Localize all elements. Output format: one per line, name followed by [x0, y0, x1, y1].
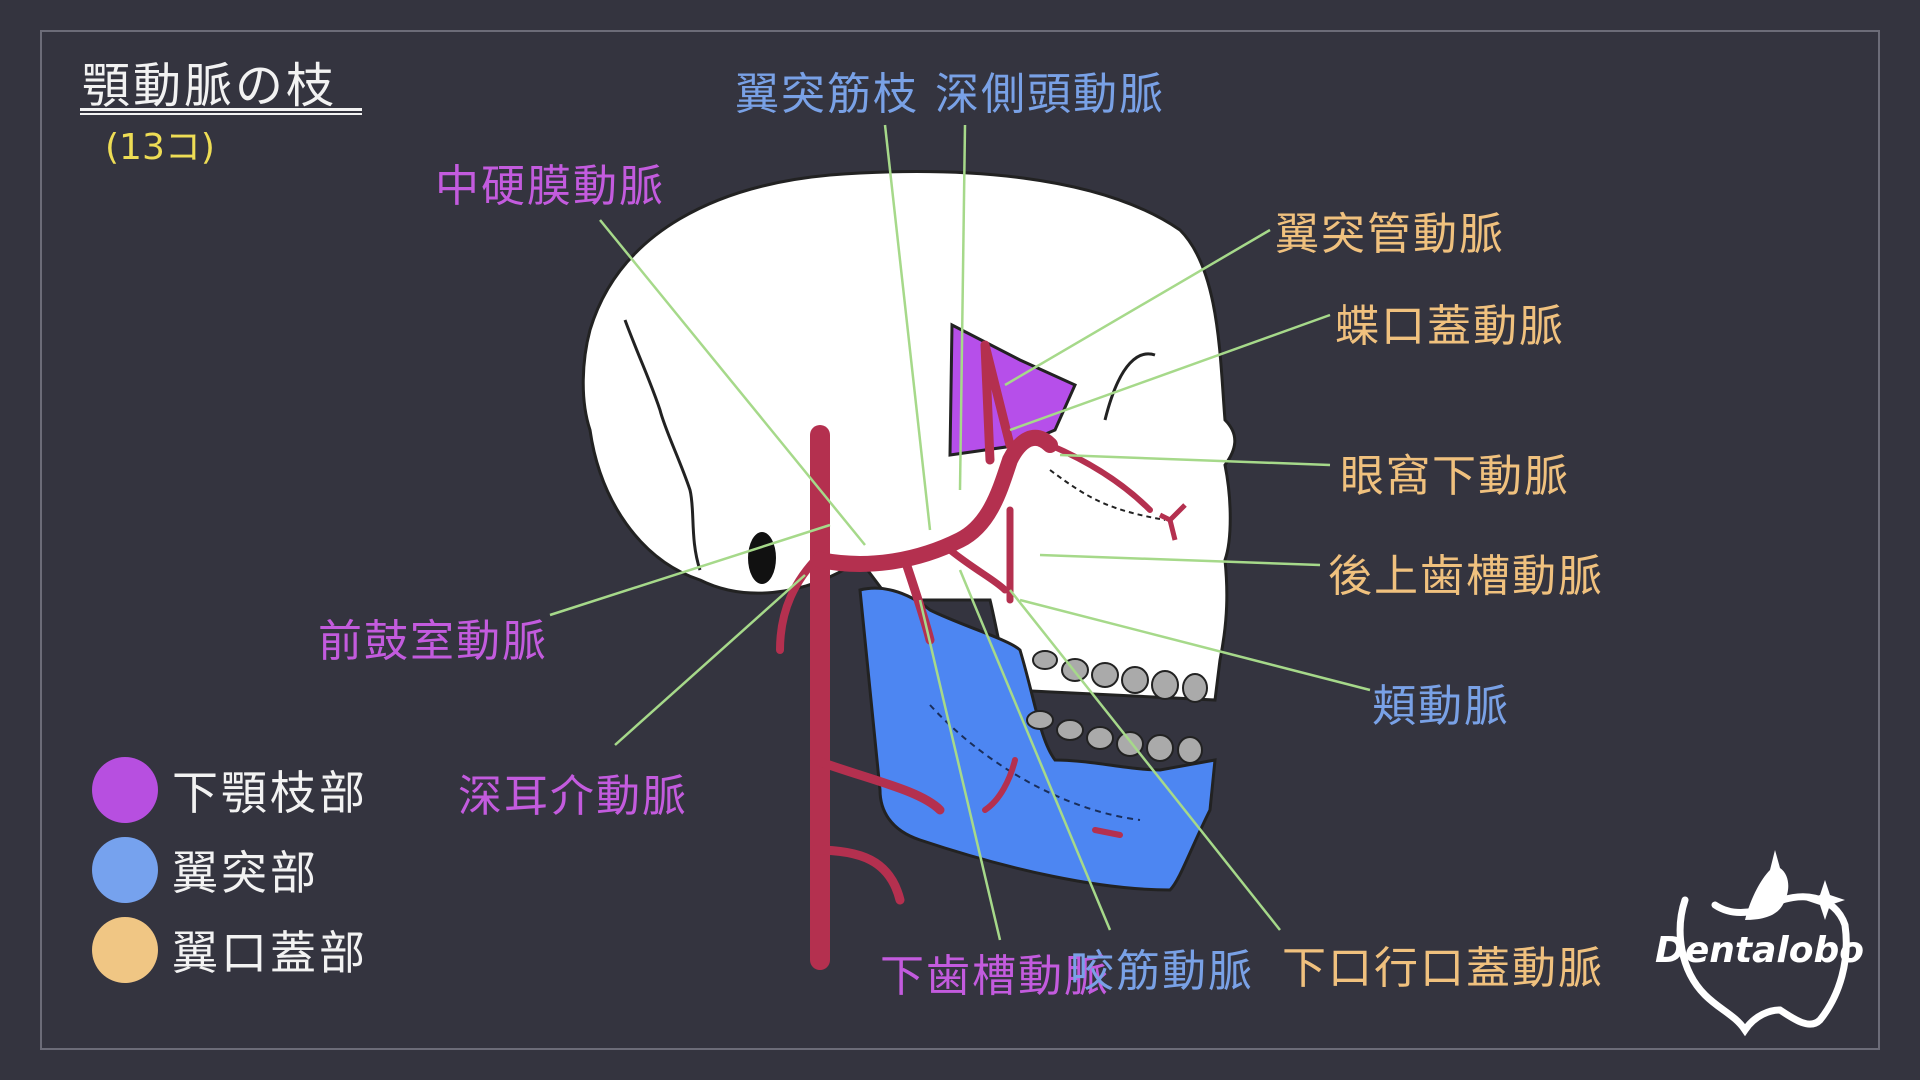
artery-masseteric — [946, 546, 1009, 594]
arteries — [776, 340, 1153, 970]
mandibular-canal — [929, 704, 1141, 821]
label-infraorbital: 眼窩下動脈 — [1340, 451, 1570, 502]
orbit-outline — [1103, 352, 1156, 421]
diagram-title: 顎動脈の枝 — [82, 58, 338, 114]
legend-label: 翼突部 — [172, 846, 319, 900]
legend-swatch-orange — [92, 917, 158, 983]
label-descending-palatine: 下口行口蓋動脈 — [1282, 943, 1604, 994]
artery-branch-tympanic — [776, 551, 824, 654]
artery-branch-neck2 — [810, 845, 905, 905]
maxillary-artery — [812, 429, 1058, 572]
lower-teeth — [1026, 710, 1203, 764]
legend-item-pterygopalatine: 翼口蓋部 — [92, 915, 368, 985]
title-underline — [80, 108, 362, 115]
label-deep-auricular: 深耳介動脈 — [458, 771, 688, 822]
legend-swatch-purple — [92, 757, 158, 823]
label-buccal: 頬動脈 — [1372, 681, 1510, 732]
infraorbital-foramen-branch — [1158, 503, 1187, 541]
label-posterior-superior-alveolar: 後上歯槽動脈 — [1328, 551, 1604, 602]
label-middle-meningeal: 中硬膜動脈 — [435, 161, 665, 212]
ear-opening — [748, 532, 776, 584]
logo-text: Dentalobo — [1655, 930, 1865, 971]
legend-label: 下顎枝部 — [172, 766, 368, 820]
skull-shape — [581, 170, 1237, 702]
branch-count: (13コ) — [105, 127, 215, 168]
artery-infraorbital — [1047, 442, 1153, 513]
leader-lines — [549, 124, 1371, 941]
legend-item-pterygoid: 翼突部 — [92, 835, 319, 905]
label-deep-temporal: 深側頭動脈 — [935, 69, 1165, 120]
legend-swatch-blue — [92, 837, 158, 903]
artery-branch-up — [980, 340, 1015, 465]
orbit-floor — [1049, 469, 1166, 521]
mandible — [858, 586, 1217, 892]
sparkle-icon — [1805, 880, 1845, 920]
legend-label: 翼口蓋部 — [172, 926, 368, 980]
artery-mandible-small — [1092, 827, 1123, 838]
label-masseteric: 咬筋動脈 — [1070, 946, 1254, 997]
artery-branch-neck — [810, 755, 945, 815]
label-pterygoid-branch: 翼突筋枝 — [735, 69, 919, 120]
label-sphenopalatine: 蝶口蓋動脈 — [1335, 301, 1565, 352]
wolf-icon — [1745, 850, 1789, 920]
legend-item-mandibular: 下顎枝部 — [92, 755, 368, 825]
chalkboard-frame — [40, 30, 1880, 1050]
artery-mandible-curve — [982, 757, 1018, 813]
dentalobo-logo — [1676, 850, 1850, 1037]
tooth-outline-icon — [1676, 893, 1850, 1037]
coronal-suture — [623, 319, 702, 571]
label-pterygoid-canal: 翼突管動脈 — [1275, 209, 1505, 260]
label-inferior-alveolar: 下歯槽動脈 — [880, 951, 1110, 1002]
label-anterior-tympanic: 前鼓室動脈 — [318, 616, 548, 667]
